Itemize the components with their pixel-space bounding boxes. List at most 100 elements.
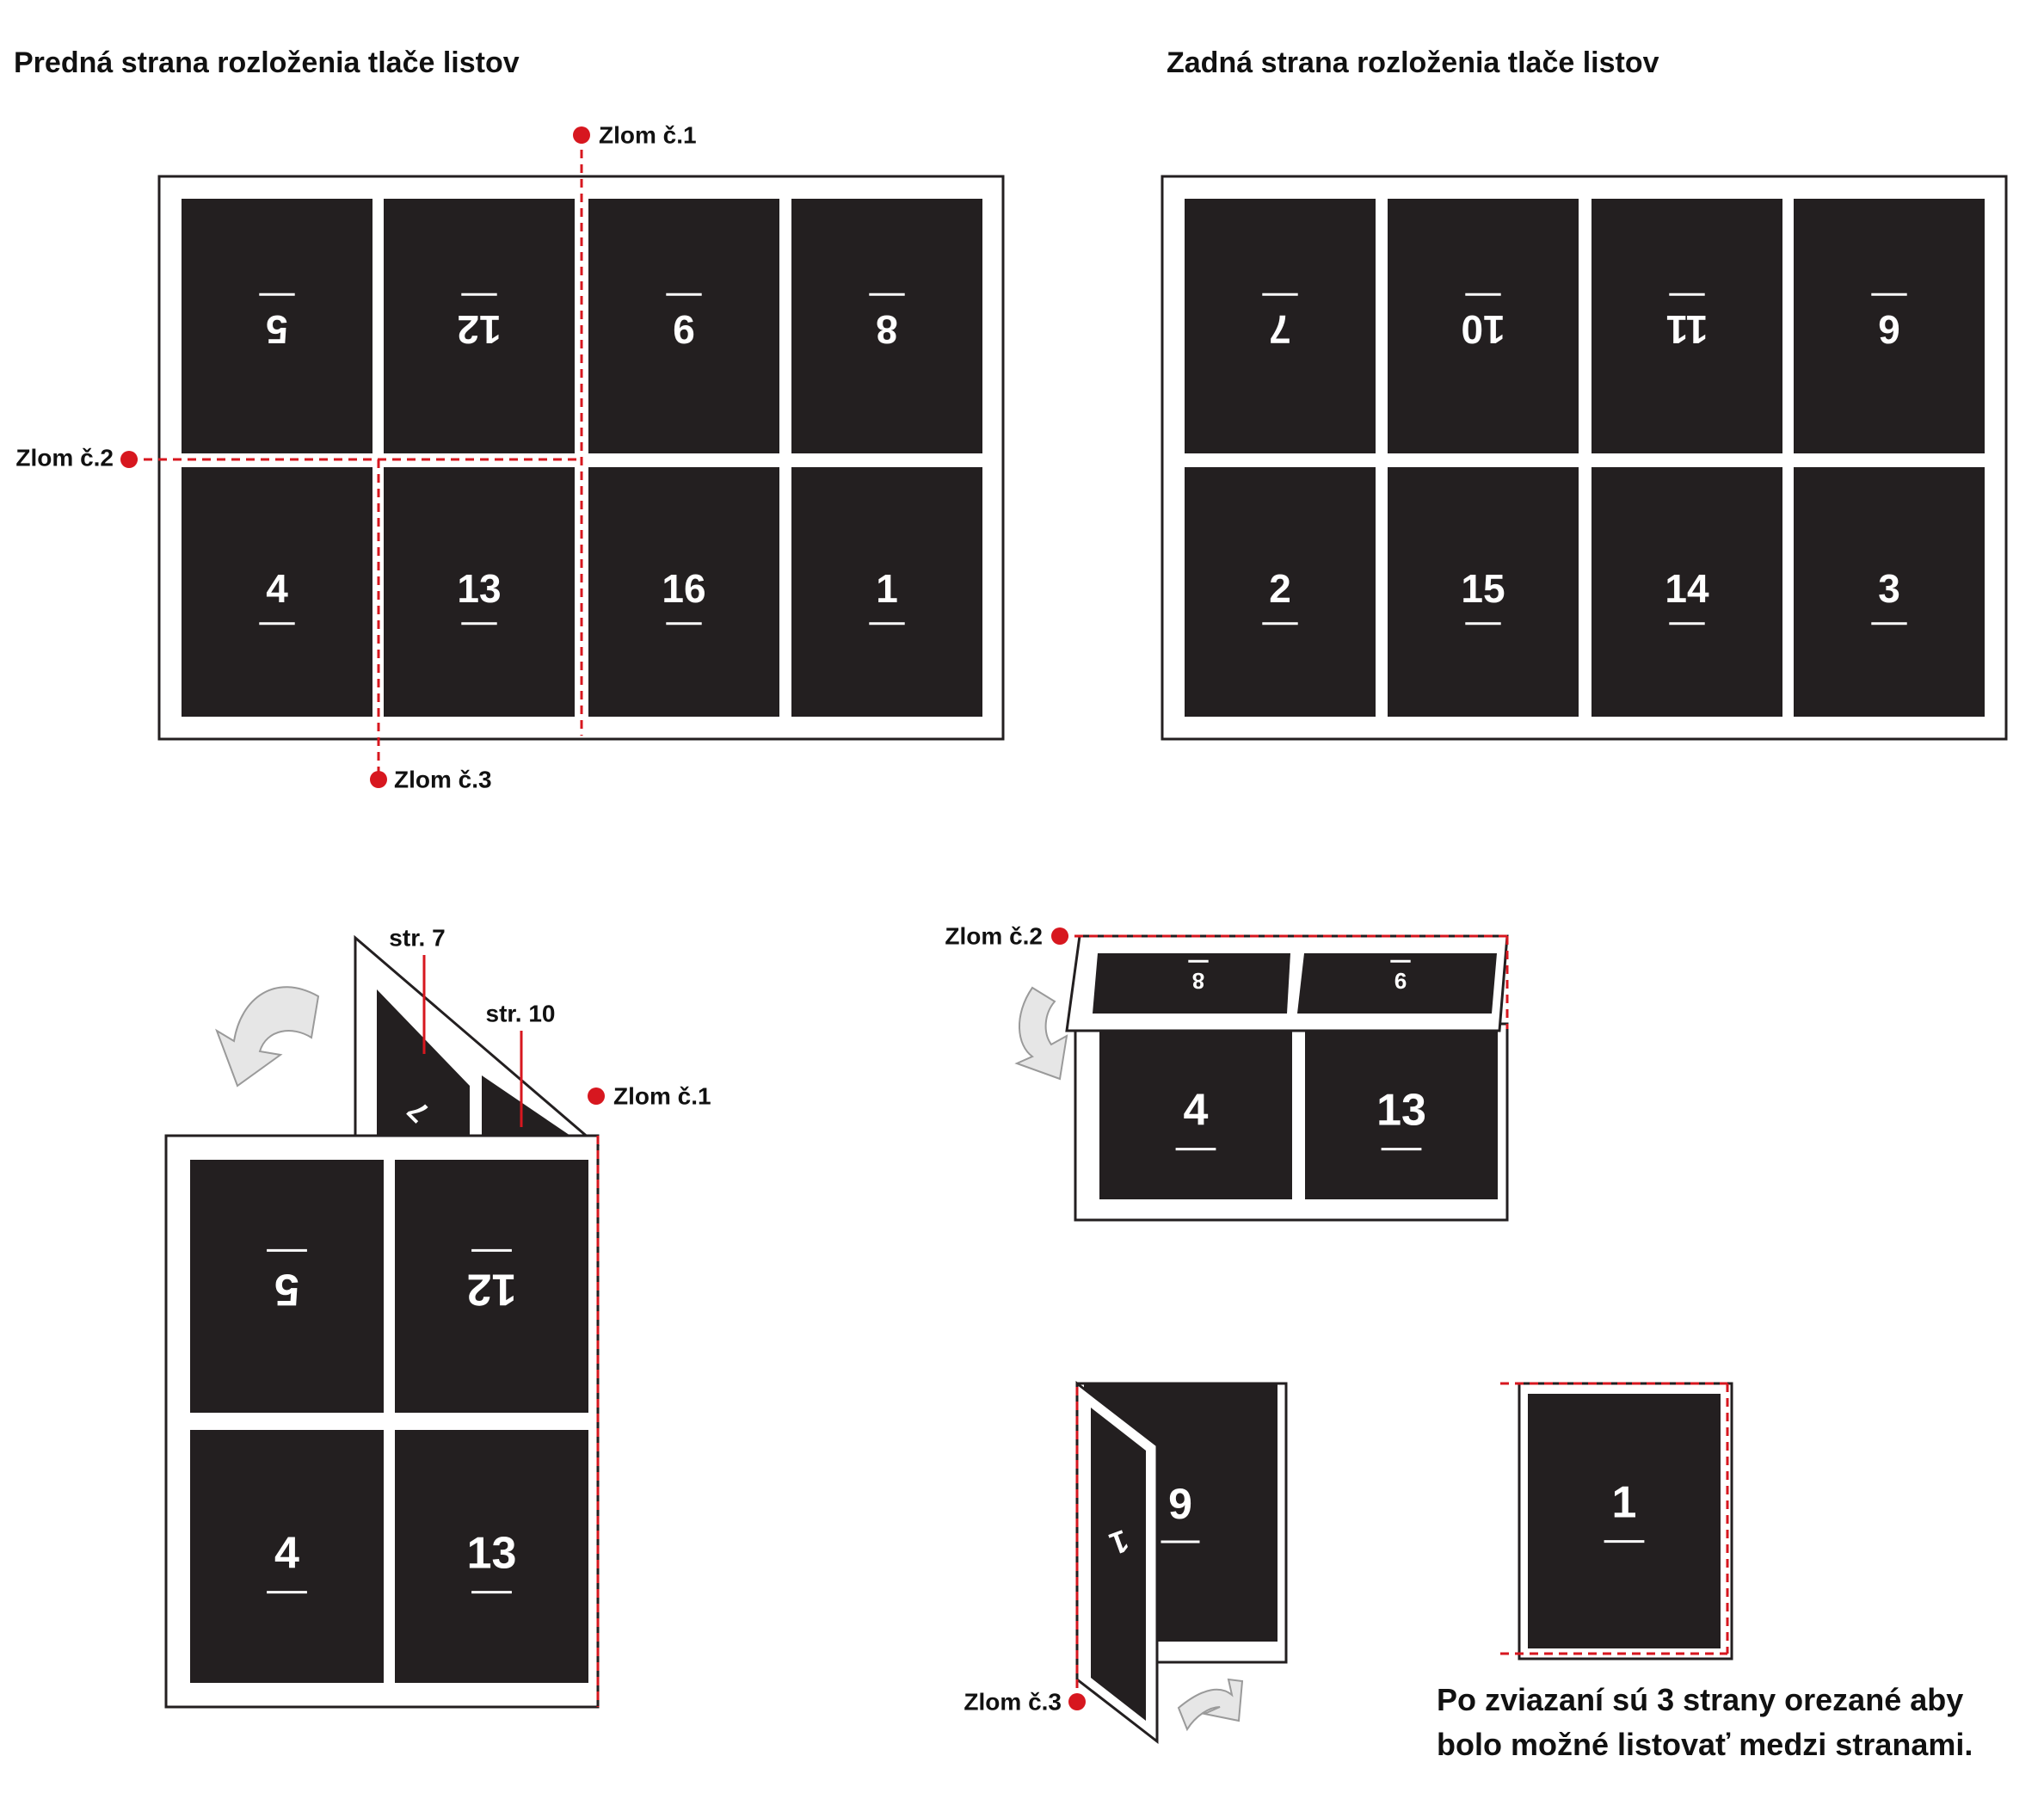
page-panel — [1099, 1027, 1292, 1199]
step1-fold-marker — [588, 1088, 605, 1105]
page-panel — [190, 1160, 384, 1413]
back-page-2: 2 — [1185, 467, 1376, 717]
fold-3-label: Zlom č.3 — [394, 766, 492, 792]
page-number-group: 4 — [1175, 1086, 1216, 1151]
page-number-group: 13 — [1376, 1086, 1426, 1151]
page-number-group: 12 — [457, 293, 502, 352]
page-number: 1 — [876, 566, 898, 611]
step2-page-4: 4 — [1099, 1027, 1292, 1199]
page-number: 13 — [457, 566, 501, 611]
front-page-5: 5 — [182, 199, 372, 453]
page-number: 13 — [467, 1529, 517, 1579]
page-number-group: 13 — [457, 566, 502, 625]
page-panel — [190, 1430, 384, 1683]
page-number-group: 9 — [666, 293, 702, 352]
page-number: 7 — [1269, 307, 1291, 352]
back-page-3: 3 — [1794, 467, 1985, 717]
step3-fold-label: Zlom č.3 — [964, 1688, 1062, 1715]
page-number-group: 8 — [869, 293, 905, 352]
back-page-10: 10 — [1388, 199, 1579, 453]
back-page-11: 11 — [1591, 199, 1782, 453]
trim-note: Po zviazaní sú 3 strany orezané aby bolo… — [1437, 1678, 1973, 1767]
step1-page-5: 5 — [190, 1160, 384, 1413]
page-panel — [1591, 467, 1782, 717]
page-panel — [1185, 467, 1376, 717]
page-number-group: 4 — [259, 566, 295, 625]
page-number: 4 — [274, 1529, 299, 1579]
page-panel — [791, 199, 982, 453]
page-number: 9 — [1168, 1480, 1192, 1528]
page-number: 12 — [467, 1264, 517, 1314]
step2-page-13: 13 — [1305, 1027, 1498, 1199]
page-number: 5 — [274, 1264, 299, 1314]
page-number: 14 — [1665, 566, 1709, 611]
page-panel — [1388, 199, 1579, 453]
page-number-group: 11 — [1666, 293, 1708, 352]
step3-fold-arrow — [1177, 1678, 1244, 1732]
front-page-8: 8 — [791, 199, 982, 453]
page-panel — [384, 199, 575, 453]
page-number-group: 13 — [467, 1529, 517, 1594]
page-panel — [1794, 467, 1985, 717]
page-number-group: 3 — [1871, 566, 1907, 625]
page-panel — [182, 467, 372, 717]
step2-fold-marker — [1051, 927, 1068, 945]
page-number: 15 — [1461, 566, 1505, 611]
step3-fold-marker — [1068, 1693, 1086, 1710]
page-panel — [791, 467, 982, 717]
page-number-group: 14 — [1665, 566, 1709, 625]
front-page-13: 13 — [384, 467, 575, 717]
fold-3-marker — [370, 771, 387, 788]
page-number: 3 — [1878, 566, 1900, 611]
page-number-group: 12 — [467, 1248, 517, 1314]
trim-note-line-2: bolo možné listovať medzi stranami. — [1437, 1727, 1973, 1762]
step3-page-9: 9 — [1161, 1480, 1200, 1543]
page-number: 8 — [876, 307, 898, 352]
step1-label-str-7: str. 7 — [389, 924, 445, 951]
page-number: 4 — [266, 566, 288, 611]
step3-flap-panel — [1091, 1408, 1146, 1721]
page-panel — [395, 1160, 588, 1413]
fold-2-marker — [120, 451, 138, 468]
page-number-group: 16 — [662, 566, 706, 625]
step2-flap-page-8: 8 — [1188, 959, 1209, 994]
step2-flap-panel-right — [1297, 953, 1497, 1014]
step2-fold-arrow — [1014, 986, 1068, 1081]
page-panel — [1591, 199, 1782, 453]
page-number-group: 6 — [1871, 293, 1907, 352]
step1-page-13: 13 — [395, 1430, 588, 1683]
front-side-heading: Predná strana rozloženia tlače listov — [14, 46, 520, 79]
page-number-group: 2 — [1262, 566, 1298, 625]
page-number: 1 — [1612, 1478, 1637, 1528]
page-number: 12 — [457, 307, 501, 352]
page-number-group: 4 — [267, 1529, 307, 1594]
front-page-12: 12 — [384, 199, 575, 453]
step1-label-str-10: str. 10 — [486, 1000, 556, 1026]
page-number-group: 1 — [869, 566, 905, 625]
page-panel — [182, 199, 372, 453]
front-page-1: 1 — [791, 467, 982, 717]
step2-flap-page-9: 9 — [1390, 959, 1411, 994]
page-number-group: 5 — [259, 293, 295, 352]
page-number: 9 — [673, 307, 695, 352]
back-page-14: 14 — [1591, 467, 1782, 717]
step1-page-4: 4 — [190, 1430, 384, 1683]
step1-fold-label: Zlom č.1 — [613, 1082, 711, 1109]
step1-page-12: 12 — [395, 1160, 588, 1413]
fold-2-label: Zlom č.2 — [15, 444, 114, 471]
step1-fold-arrow — [215, 986, 320, 1088]
page-panel — [1305, 1027, 1498, 1199]
page-number-group: 10 — [1461, 293, 1505, 352]
step1-flap-panel-left — [377, 989, 470, 1137]
back-page-7: 7 — [1185, 199, 1376, 453]
page-panel — [1388, 467, 1579, 717]
step1-flap-panel-right — [482, 1075, 573, 1137]
back-side-heading: Zadná strana rozloženia tlače listov — [1167, 46, 1659, 79]
back-page-15: 15 — [1388, 467, 1579, 717]
page-number-group: 15 — [1461, 566, 1505, 625]
